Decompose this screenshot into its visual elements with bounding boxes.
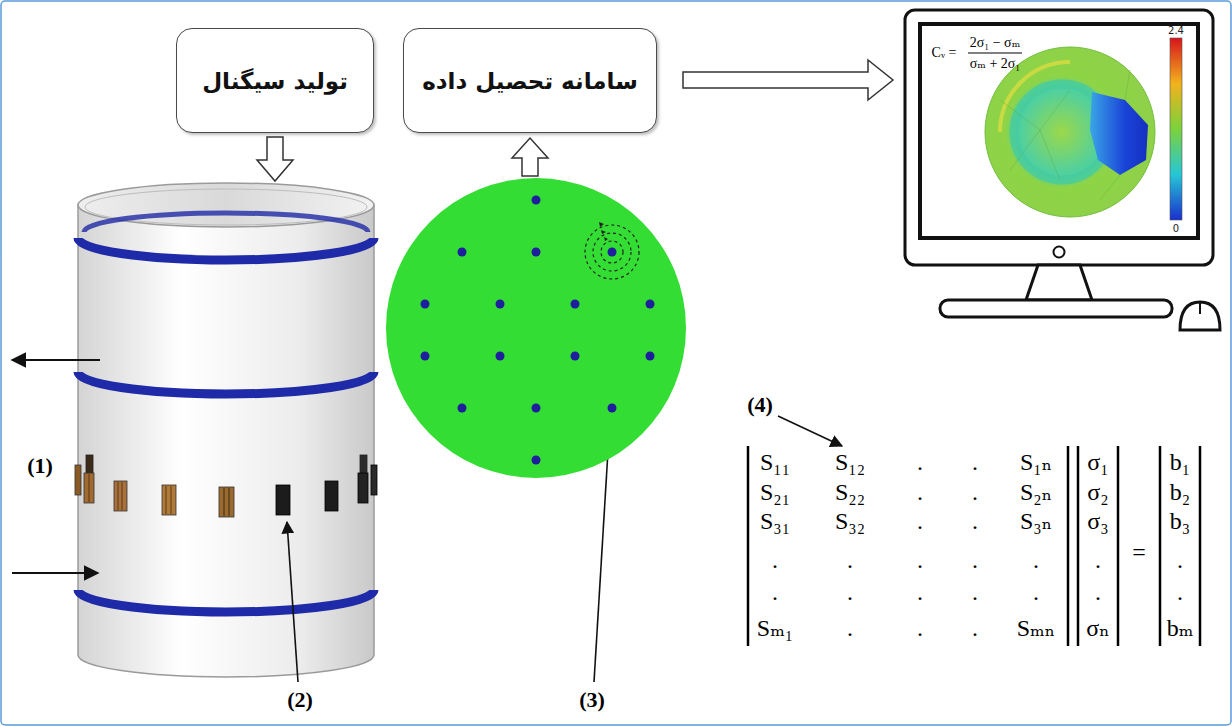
matrix-entry: . <box>917 548 923 572</box>
colorbar-value: 0 <box>1173 224 1179 234</box>
leader-line <box>778 416 842 446</box>
callout-number: (3) <box>579 689 605 711</box>
matrix-entry: . <box>847 548 853 572</box>
formula-text: σₘ + 2σ₁ <box>970 57 1020 71</box>
process-box: سامانه تحصیل داده <box>403 28 657 133</box>
matrix-entry: . <box>917 480 923 504</box>
vector-entry: σ₁ <box>1087 450 1108 474</box>
matrix-entry: . <box>1033 580 1039 604</box>
cross-section-disk <box>386 178 686 478</box>
matrix-entry: . <box>972 548 978 572</box>
matrix-entry: S₁₂ <box>835 450 865 474</box>
matrix-entry: . <box>1033 548 1039 572</box>
matrix-entry: . <box>772 580 778 604</box>
block-arrow <box>512 138 548 176</box>
process-box: تولید سیگنال <box>176 28 374 133</box>
matrix-entry: . <box>917 450 923 474</box>
matrix-entry: . <box>917 616 923 640</box>
box-label: تولید سیگنال <box>202 68 348 94</box>
callout-number: (1) <box>27 455 53 477</box>
matrix-entry: S₁₁ <box>760 450 790 474</box>
vector-entry: b₃ <box>1170 509 1190 533</box>
equals-sign: = <box>1132 540 1146 564</box>
vector-entry: . <box>1177 548 1183 572</box>
matrix-entry: S₂₂ <box>835 480 865 504</box>
current-in-arrow <box>12 572 98 574</box>
matrix-entry: Sₘₙ <box>1017 616 1055 640</box>
matrix-entry: S₂ₙ <box>1020 480 1052 504</box>
matrix-entry: . <box>972 616 978 640</box>
block-arrow <box>257 137 293 181</box>
matrix-entry: S₃₂ <box>835 509 865 533</box>
matrix-entry: S₂₁ <box>760 480 790 504</box>
vector-entry: b₂ <box>1170 480 1190 504</box>
matrix-entry: . <box>847 580 853 604</box>
matrix-entry: . <box>917 509 923 533</box>
current-out-arrow <box>12 359 100 361</box>
callout-number: (2) <box>287 689 313 711</box>
vector-entry: . <box>1177 580 1183 604</box>
block-arrow <box>683 60 893 100</box>
colorbar-value: 2.4 <box>1168 26 1184 36</box>
matrix-entry: . <box>972 450 978 474</box>
matrix-entry: S₁ₙ <box>1020 450 1052 474</box>
formula-text: Cᵥ = <box>932 46 957 60</box>
vector-entry: bₘ <box>1167 616 1194 640</box>
leader-line <box>287 522 298 682</box>
vector-entry: σ₂ <box>1087 480 1108 504</box>
matrix-entry: . <box>972 580 978 604</box>
matrix-entry: . <box>917 580 923 604</box>
tank-cylinder <box>75 183 377 677</box>
matrix-bracket <box>748 446 1200 646</box>
vector-entry: . <box>1095 580 1101 604</box>
matrix-entry: S₃ₙ <box>1020 509 1052 533</box>
formula-text: 2σ₁ − σₘ <box>970 36 1020 50</box>
vector-entry: . <box>1095 548 1101 572</box>
vector-entry: σₙ <box>1086 616 1109 640</box>
computer-monitor <box>905 10 1220 330</box>
matrix-entry: S₃₁ <box>760 509 790 533</box>
matrix-entry: . <box>847 616 853 640</box>
box-label: سامانه تحصیل داده <box>422 68 638 94</box>
callout-number: (4) <box>747 394 773 416</box>
matrix-entry: . <box>972 480 978 504</box>
vector-entry: b₁ <box>1170 450 1190 474</box>
vector-entry: σ₃ <box>1087 509 1108 533</box>
matrix-entry: Sₘ₁ <box>757 616 793 640</box>
matrix-entry: . <box>772 548 778 572</box>
matrix-entry: . <box>972 509 978 533</box>
